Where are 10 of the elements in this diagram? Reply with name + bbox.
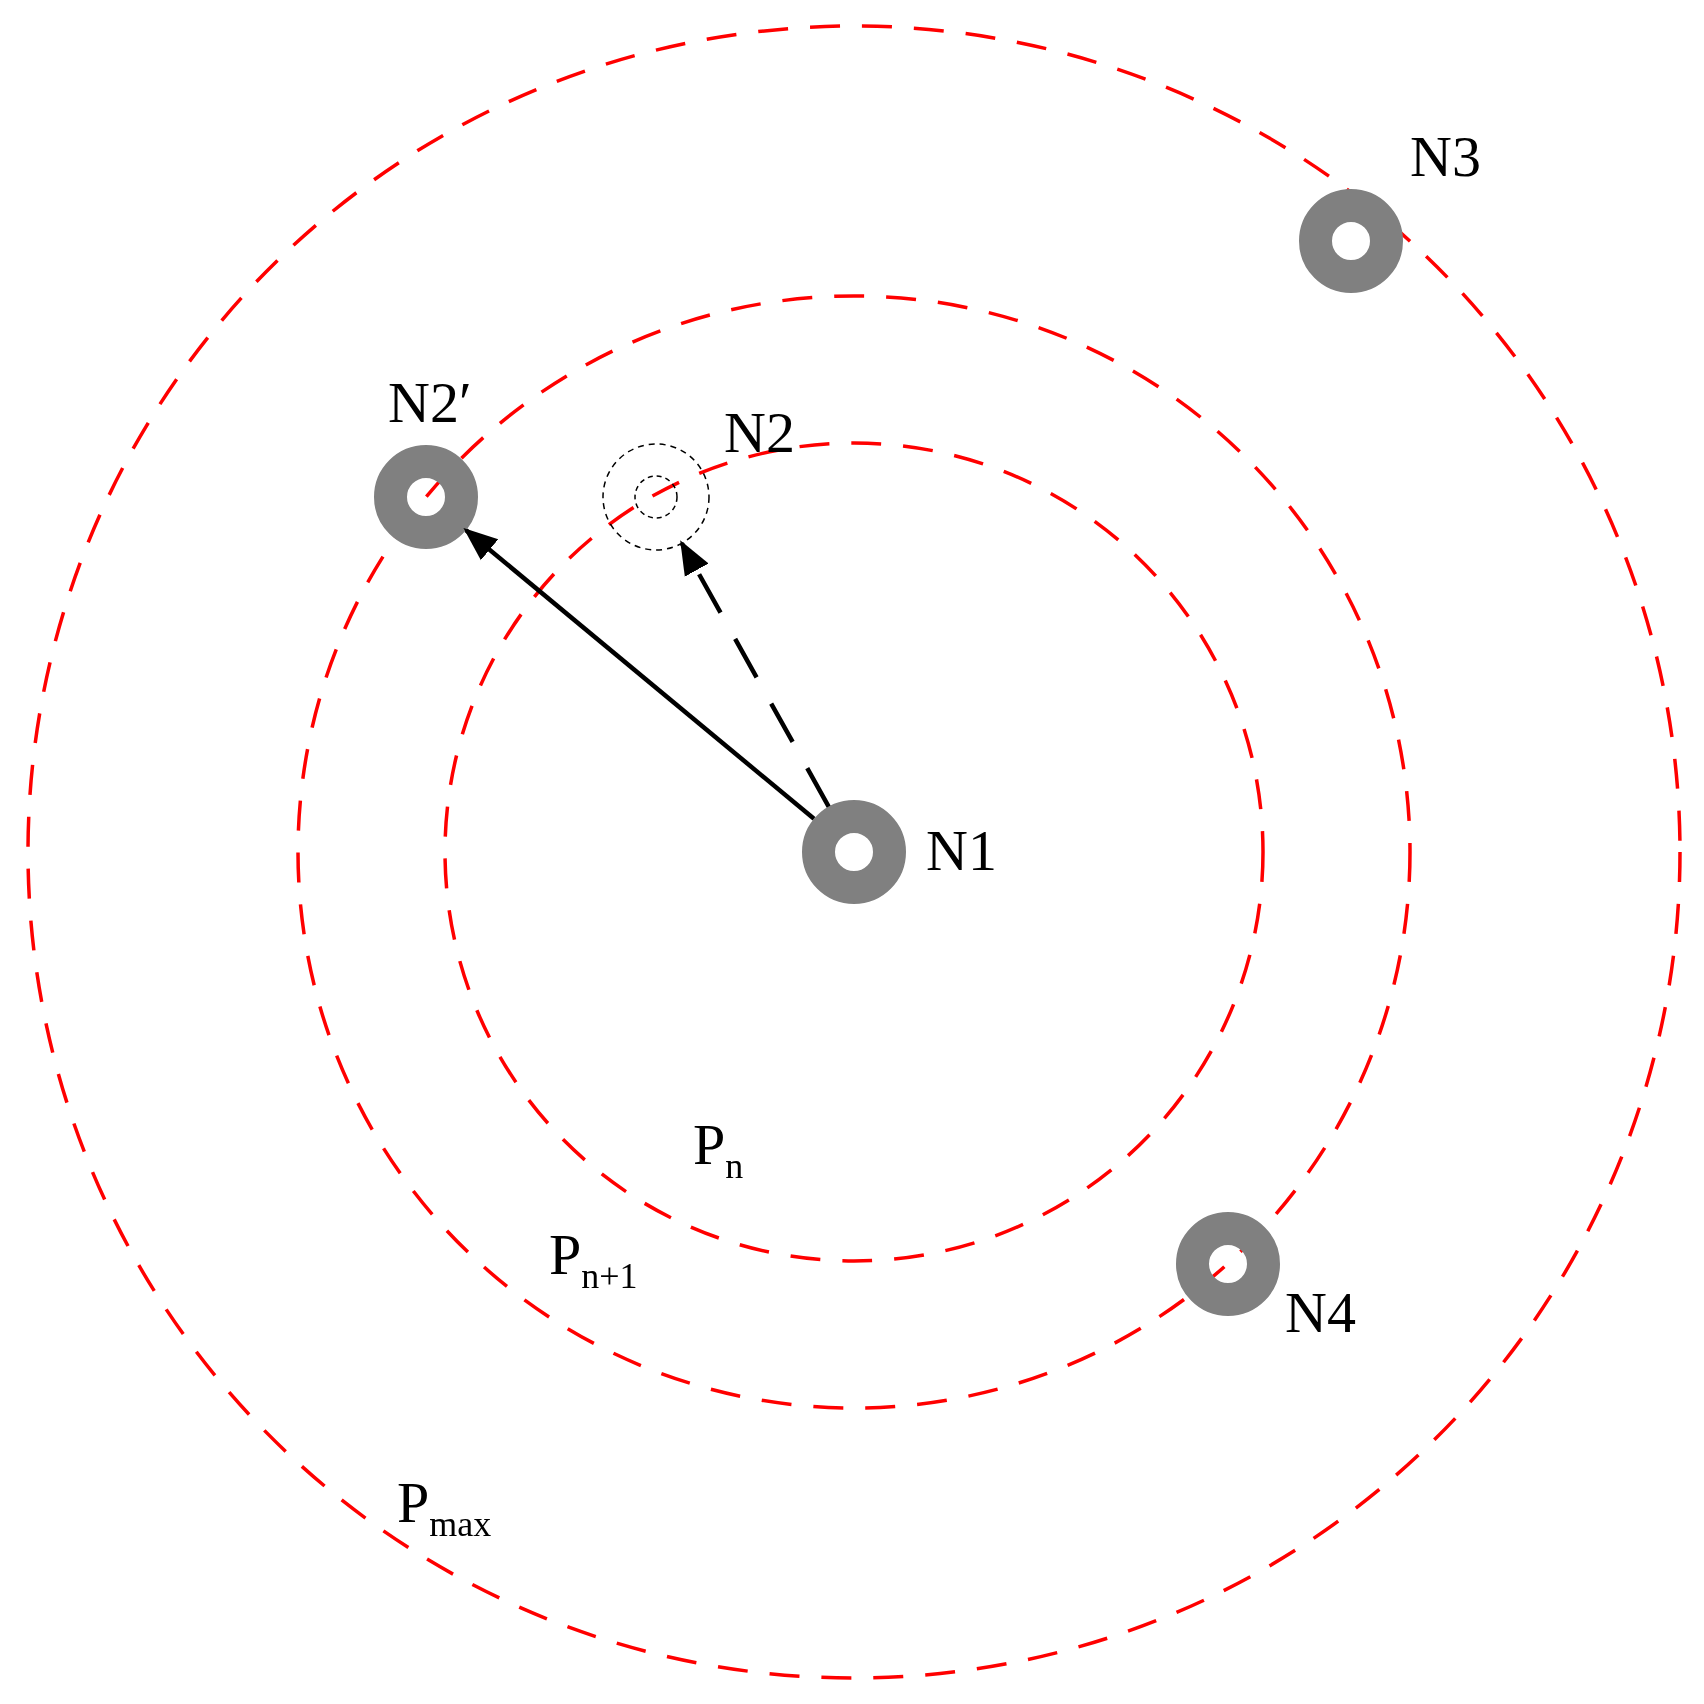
- range-label: P$_{max}$: [397, 1470, 492, 1546]
- node-label: N4: [1285, 1280, 1356, 1346]
- node-label: N1: [926, 818, 997, 884]
- node-label: N2′: [388, 370, 472, 436]
- node-label: N2: [724, 400, 795, 466]
- range-label: P$_{n+1}$: [549, 1222, 638, 1298]
- arrow: [679, 540, 831, 808]
- arrow: [463, 528, 816, 821]
- node-label: N3: [1410, 124, 1481, 190]
- range-label: P$_{n}$: [693, 1112, 744, 1188]
